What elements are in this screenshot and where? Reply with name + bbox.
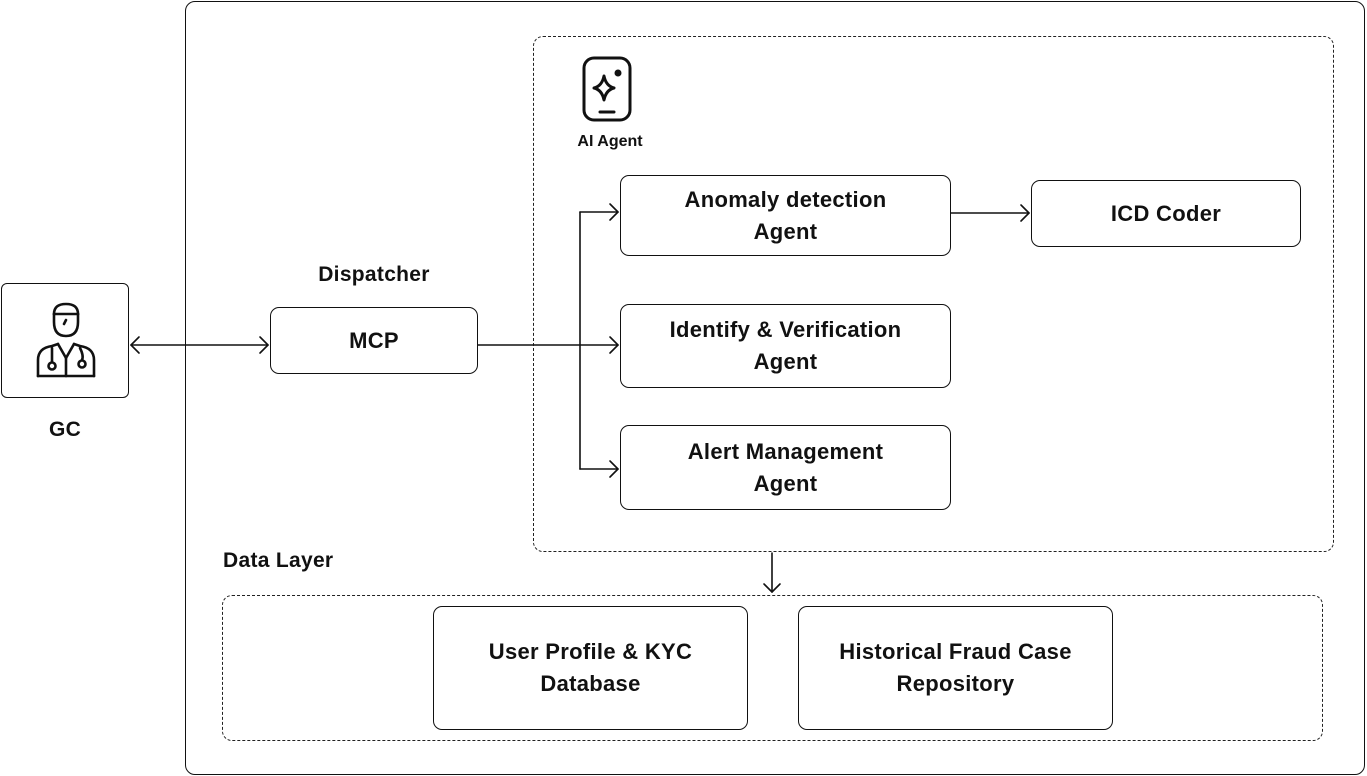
mcp-label: MCP bbox=[349, 327, 399, 353]
ai-agent-group bbox=[533, 36, 1334, 552]
ai-sparkle-phone-icon bbox=[582, 56, 632, 122]
data-layer-group bbox=[222, 595, 1323, 741]
icd-coder-node[interactable]: ICD Coder bbox=[1031, 180, 1301, 247]
gc-arrowhead bbox=[130, 336, 140, 354]
anomaly-arrowhead bbox=[609, 203, 619, 221]
fraud-repo-label: Historical Fraud Case Repository bbox=[839, 639, 1072, 696]
alert-agent-label: Alert Management Agent bbox=[687, 438, 884, 496]
icd-coder-label: ICD Coder bbox=[1110, 200, 1222, 226]
doctor-icon bbox=[36, 302, 96, 378]
mcp-arrowhead bbox=[259, 336, 269, 354]
dispatcher-title: Dispatcher bbox=[318, 263, 430, 286]
alert-arrowhead bbox=[609, 460, 619, 478]
historical-fraud-repository[interactable]: Historical Fraud Case Repository bbox=[798, 606, 1113, 730]
anomaly-detection-agent[interactable]: Anomaly detection Agent bbox=[620, 175, 951, 256]
data-arrowhead bbox=[763, 583, 781, 593]
ai-agent-label: AI Agent bbox=[577, 133, 643, 150]
data-layer-title: Data Layer bbox=[223, 549, 334, 572]
icd-arrowhead bbox=[1020, 204, 1030, 222]
user-profile-kyc-database[interactable]: User Profile & KYC Database bbox=[433, 606, 748, 730]
identify-verification-agent[interactable]: Identify & Verification Agent bbox=[620, 304, 951, 388]
system-frame bbox=[185, 1, 1365, 775]
alert-management-agent[interactable]: Alert Management Agent bbox=[620, 425, 951, 510]
identify-agent-label: Identify & Verification Agent bbox=[669, 317, 902, 374]
identify-arrowhead bbox=[609, 336, 619, 354]
mcp-node[interactable]: MCP bbox=[270, 307, 478, 374]
user-label: GC bbox=[48, 418, 82, 441]
anomaly-agent-label: Anomaly detection Agent bbox=[684, 186, 887, 244]
user-box[interactable] bbox=[1, 283, 129, 398]
kyc-db-label: User Profile & KYC Database bbox=[488, 639, 693, 696]
